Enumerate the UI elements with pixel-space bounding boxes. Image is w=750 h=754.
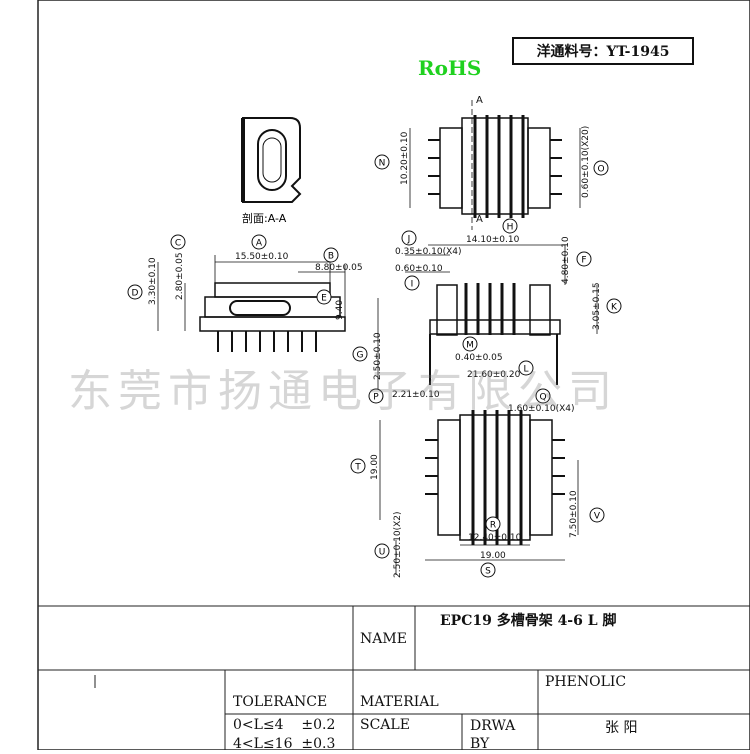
drawn-by-label: DRWA BY — [470, 718, 516, 752]
material-value: PHENOLIC — [545, 674, 627, 690]
dim-c: 2.80±0.05 — [175, 252, 185, 300]
callout-letter: O — [597, 165, 604, 175]
callout-t: T — [350, 458, 366, 474]
callout-s: S — [480, 562, 496, 578]
callout-letter: B — [328, 252, 334, 262]
callout-o: O — [593, 160, 609, 176]
dim-o: 0.60±0.10(X20) — [581, 126, 591, 198]
callout-i: I — [404, 275, 420, 291]
callout-letter: K — [611, 303, 618, 313]
company-watermark: 东莞市扬通电子有限公司 — [68, 366, 618, 417]
dim-k-top: 0.60±0.10 — [395, 264, 443, 274]
callout-f: F — [576, 251, 592, 267]
section-view — [241, 117, 302, 203]
callout-letter: G — [357, 351, 364, 361]
callout-letter: V — [594, 512, 601, 522]
dim-b: 8.80±0.05 — [315, 263, 363, 273]
callout-letter: N — [379, 159, 386, 169]
callout-letter: F — [581, 256, 586, 266]
callout-u: U — [374, 543, 390, 559]
callout-letter: M — [466, 341, 474, 351]
callout-r: R — [485, 516, 501, 532]
callout-letter: P — [373, 393, 379, 403]
dim-n: 10.20±0.10 — [400, 131, 410, 185]
material-label: MATERIAL — [360, 694, 439, 710]
callout-q: Q — [535, 388, 551, 404]
callout-bubbles: A B C D E F G H I J K L M N O P Q R S T U V — [127, 154, 622, 578]
name-label: NAME — [360, 631, 407, 647]
callout-letter: Q — [539, 393, 546, 403]
callout-l: L — [518, 360, 534, 376]
callout-j: J — [401, 230, 417, 246]
callout-v: V — [589, 507, 605, 523]
dim-r: 12.40±0.10 — [468, 533, 522, 543]
dim-h: 14.10±0.10 — [466, 235, 520, 245]
scale-label: SCALE — [360, 717, 410, 733]
callout-letter: D — [132, 289, 139, 299]
top-view — [409, 100, 581, 230]
callout-letter: A — [256, 239, 263, 249]
section-mark-bottom: A — [476, 214, 483, 225]
dim-s: 19.00 — [480, 551, 506, 561]
callout-letter: J — [407, 235, 411, 245]
dim-a: 15.50±0.10 — [235, 252, 289, 262]
dim-v: 7.50±0.10 — [569, 490, 579, 538]
callout-a: A — [251, 234, 267, 250]
callout-k: K — [606, 298, 622, 314]
section-label: 剖面:A-A — [242, 211, 287, 225]
dim-q: 1.60±0.10(X4) — [508, 404, 575, 414]
dim-u: 2.50±0.10(X2) — [393, 511, 403, 578]
title-block — [38, 605, 750, 750]
callout-d: D — [127, 284, 143, 300]
callout-h: H — [502, 218, 518, 234]
callout-n: N — [374, 154, 390, 170]
callout-e: E — [316, 289, 332, 305]
dim-m: 0.40±0.05 — [455, 353, 503, 363]
drawn-by-value: 张 阳 — [605, 720, 638, 736]
tolerance-label: TOLERANCE — [233, 694, 328, 710]
dim-e: 9.40 — [335, 300, 345, 320]
tolerance-row-1: 0<L≤4 ±0.2 — [233, 717, 336, 733]
callout-letter: T — [354, 463, 361, 473]
dim-k: 3.05±0.15 — [592, 282, 602, 330]
dim-p: 2.21±0.10 — [392, 390, 440, 400]
callout-g: G — [352, 346, 368, 362]
dim-t: 19.00 — [370, 454, 380, 480]
bottom-view — [379, 410, 579, 575]
callout-m: M — [462, 336, 478, 352]
dim-f: 4.80±0.10 — [561, 236, 571, 284]
callout-letter: S — [485, 567, 491, 577]
side-view — [157, 255, 346, 352]
dim-j: 0.35±0.10(X4) — [395, 247, 462, 257]
callout-letter: R — [490, 521, 496, 531]
callout-letter: I — [411, 280, 414, 290]
dimension-labels: 15.50±0.10 8.80±0.05 2.80±0.05 3.30±0.10… — [148, 126, 602, 578]
callout-letter: L — [523, 365, 528, 375]
callout-letter: U — [379, 548, 386, 558]
callout-letter: E — [321, 294, 327, 304]
front-view — [377, 244, 598, 390]
part-number-box: 洋通料号：YT-1945 — [512, 37, 694, 65]
section-marks: A A — [476, 95, 483, 225]
part-name: EPC19 多槽骨架 4-6 L 脚 — [440, 613, 617, 629]
tolerance-row-2: 4<L≤16 ±0.3 — [233, 736, 336, 752]
callout-p: P — [368, 388, 384, 404]
dim-d: 3.30±0.10 — [148, 257, 158, 305]
dim-g: 2.50±0.10 — [373, 332, 383, 380]
callout-letter: C — [175, 239, 181, 249]
callout-c: C — [170, 234, 186, 250]
rohs-mark: RoHS — [418, 56, 482, 80]
callout-letter: H — [507, 223, 514, 233]
section-mark-top: A — [476, 95, 483, 106]
callout-b: B — [323, 247, 339, 263]
dim-l: 21.60±0.20 — [467, 370, 521, 380]
